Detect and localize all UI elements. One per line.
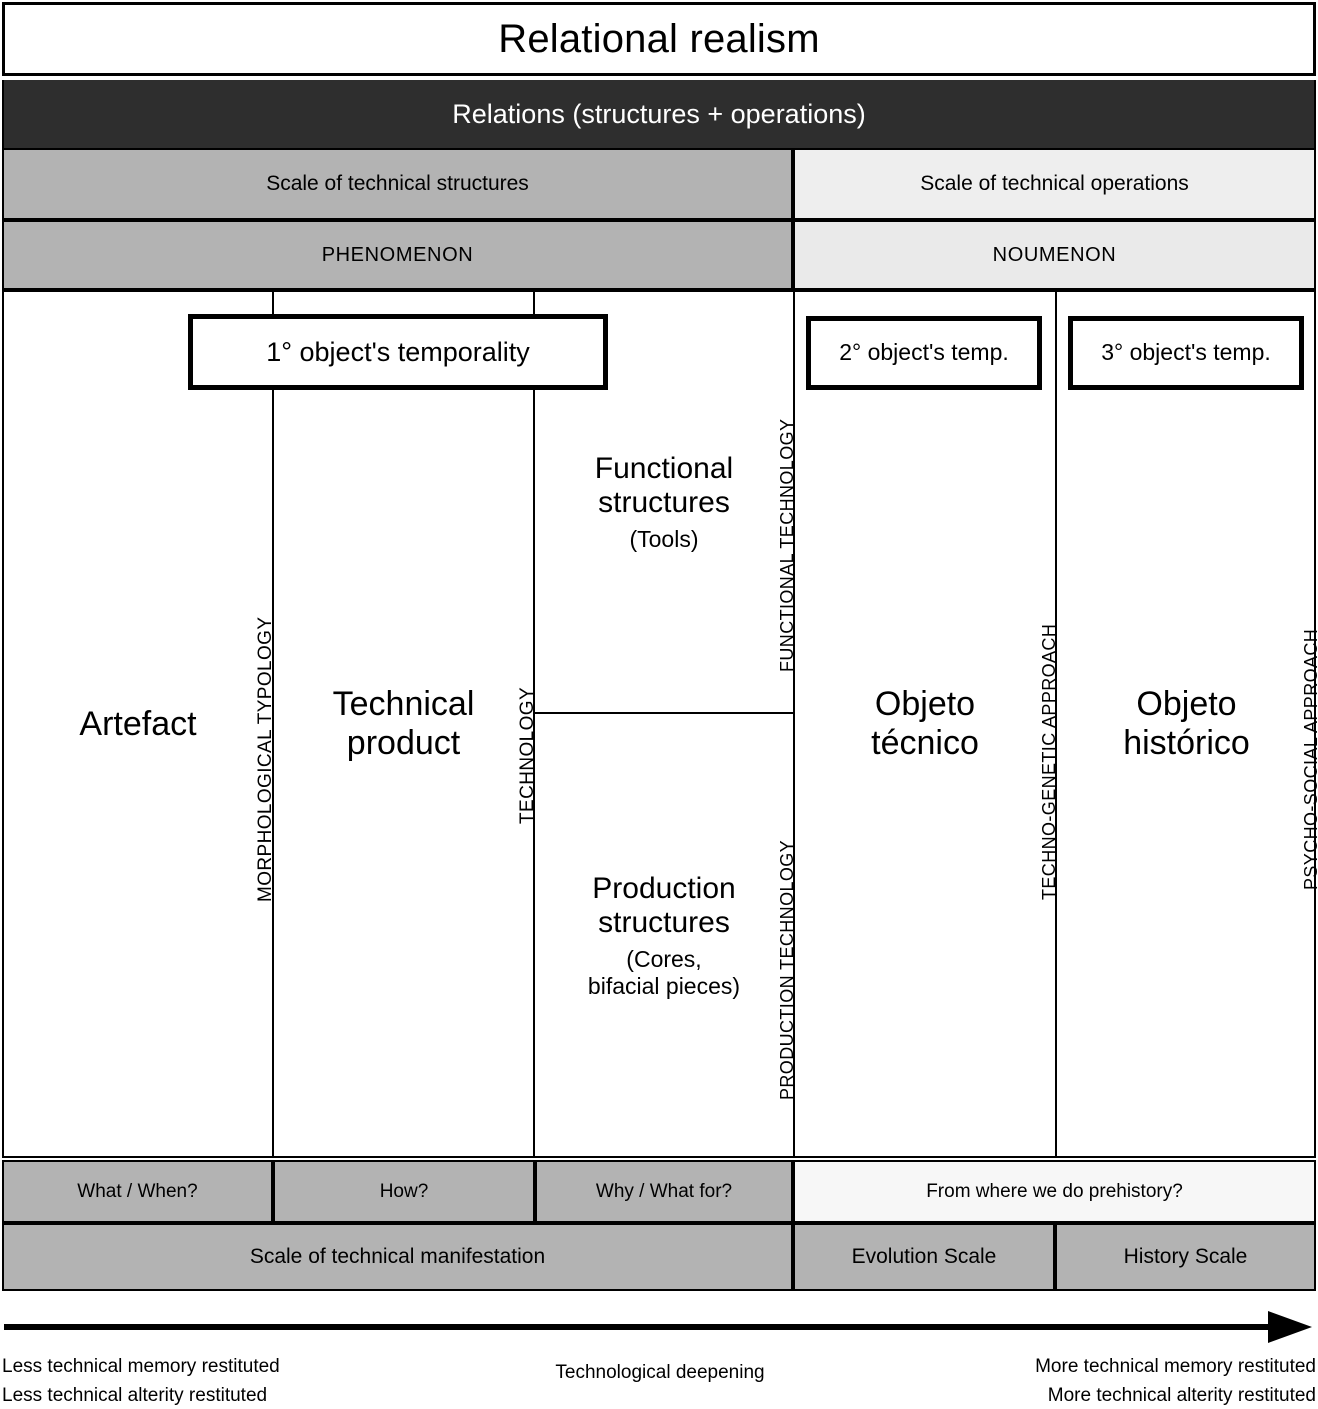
divider-artefact-techproduct (272, 292, 274, 1156)
cell-artefact: Artefact (4, 292, 272, 1156)
scale-of-technical-operations: Scale of technical operations (793, 148, 1316, 220)
objeto-historico-line1: Objeto (1136, 685, 1237, 723)
scale-of-technical-structures: Scale of technical structures (2, 148, 793, 220)
production-structures-sub-line2: bifacial pieces) (587, 972, 741, 999)
production-structures-line1: Production (592, 872, 736, 906)
divider-phenomenon-noumenon (793, 292, 795, 1156)
cell-production-structures: Production structures (Cores, bifacial p… (535, 715, 793, 1156)
question-why-what-for: Why / What for? (535, 1160, 793, 1223)
technical-product-label-line1: Technical (332, 685, 475, 723)
question-what-when: What / When? (2, 1160, 273, 1223)
diagram-title: Relational realism (2, 2, 1316, 76)
vertical-label-technology: TECHNOLOGY (517, 686, 538, 824)
vertical-label-psycho-social-approach: PSYCHO-SOCIAL APPROACH (1301, 628, 1318, 890)
cell-technical-product: Technical product (274, 292, 533, 1156)
question-from-where-we-do-prehistory: From where we do prehistory? (793, 1160, 1316, 1223)
history-scale: History Scale (1055, 1223, 1316, 1291)
production-structures-line2: structures (598, 906, 730, 940)
vertical-label-functional-technology: FUNCTIONAL TECHNOLOGY (777, 418, 797, 672)
caption-left-line2: Less technical alterity restituted (2, 1385, 268, 1407)
cell-objeto-historico: Objeto histórico (1057, 292, 1316, 1156)
divider-techproduct-structures (533, 292, 535, 1156)
question-how: How? (273, 1160, 535, 1223)
objeto-historico-line2: histórico (1123, 724, 1250, 762)
relations-band: Relations (structures + operations) (2, 80, 1316, 148)
second-object-temporality-box: 2° object's temp. (806, 316, 1042, 390)
caption-right-line1: More technical memory restituted (1035, 1356, 1316, 1377)
caption-center: Technological deepening (555, 1362, 765, 1383)
artefact-label: Artefact (79, 704, 197, 743)
functional-structures-sub: (Tools) (629, 526, 699, 553)
cell-objeto-tecnico: Objeto técnico (795, 292, 1055, 1156)
caption-left: Less technical memory restituted Less te… (2, 1352, 422, 1409)
technical-product-label-line2: product (346, 724, 461, 762)
evolution-scale: Evolution Scale (793, 1223, 1055, 1291)
objeto-tecnico-line1: Objeto (874, 685, 976, 723)
third-object-temporality-box: 3° object's temp. (1068, 316, 1304, 390)
diagram-body-frame (2, 290, 1316, 1158)
caption-right-line2: More technical alterity restituted (1047, 1385, 1316, 1407)
phenomenon-label: PHENOMENON (2, 220, 793, 290)
vertical-label-techno-genetic-approach: TECHNO-GENETIC APPROACH (1039, 623, 1059, 900)
vertical-label-production-technology: PRODUCTION TECHNOLOGY (777, 839, 797, 1100)
first-object-temporality-box: 1° object's temporality (188, 314, 608, 390)
vertical-label-morphological-typology: MORPHOLOGICAL TYPOLOGY (255, 616, 276, 902)
production-structures-sub-line1: (Cores, (626, 946, 702, 973)
caption-left-line1: Less technical memory restituted (2, 1356, 280, 1377)
scale-of-technical-manifestation: Scale of technical manifestation (2, 1223, 793, 1291)
cell-functional-structures: Functional structures (Tools) (535, 292, 793, 713)
functional-structures-line1: Functional (594, 452, 734, 486)
objeto-tecnico-line2: técnico (871, 724, 979, 762)
noumenon-label: NOUMENON (793, 220, 1316, 290)
technological-deepening-arrow-head-icon (1268, 1311, 1312, 1343)
divider-tecnico-historico (1055, 292, 1057, 1156)
divider-functional-production (535, 712, 793, 714)
caption-right: More technical memory restituted More te… (900, 1352, 1316, 1409)
functional-structures-line2: structures (598, 486, 730, 520)
technological-deepening-arrow-line (4, 1324, 1274, 1330)
